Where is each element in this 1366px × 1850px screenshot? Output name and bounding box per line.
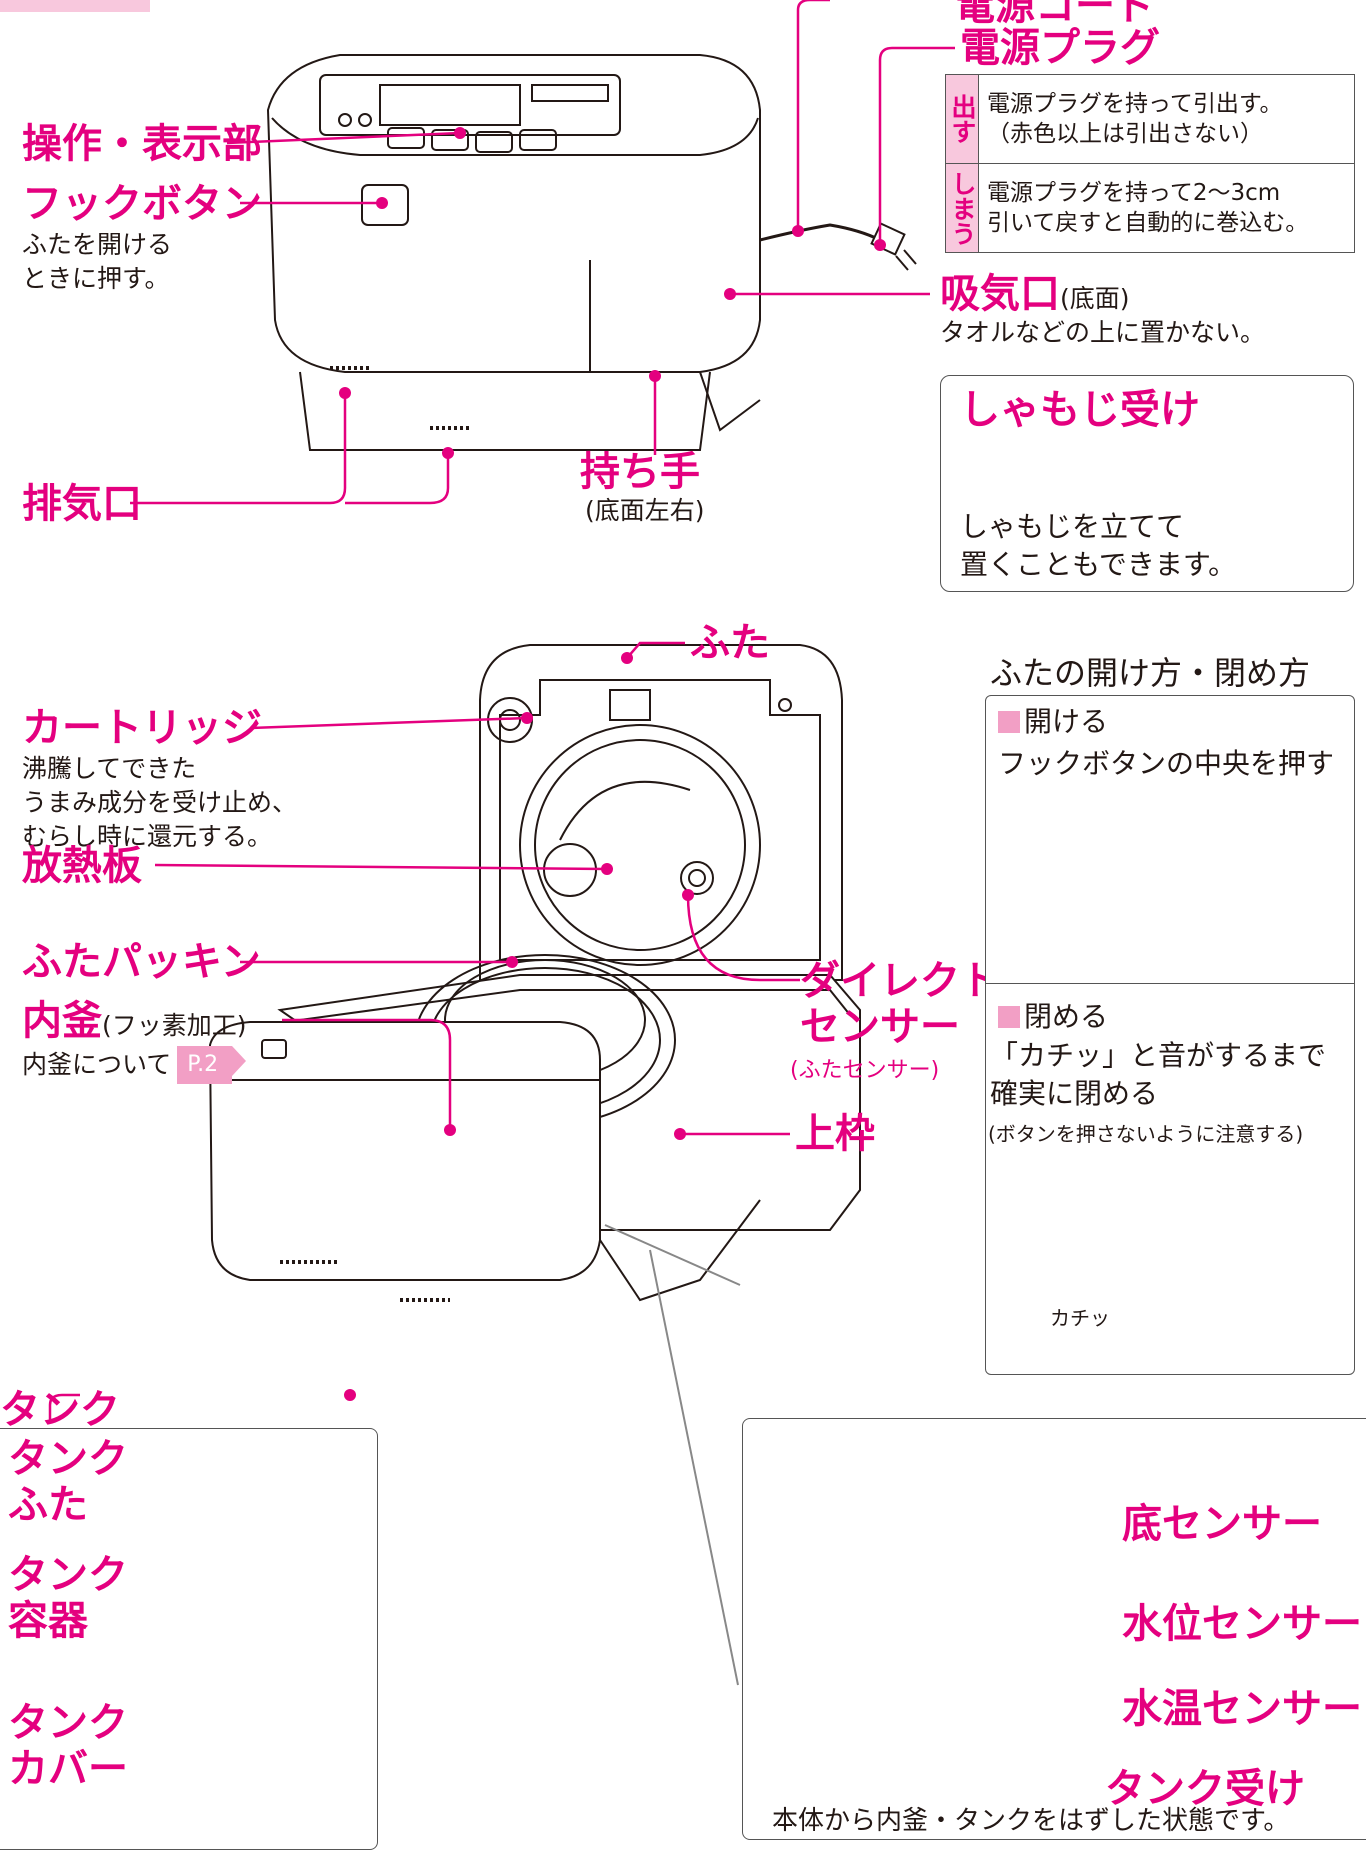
plug-key: しまう [945, 163, 979, 253]
plug-usage-table: 出す 電源プラグを持って引出す。 （赤色以上は引出さない） しまう 電源プラグを… [945, 74, 1355, 253]
close-text: 「カチッ」と音がするまで 確実に閉める [990, 1039, 1327, 1110]
plug-key: 出す [945, 74, 979, 164]
tank-label: タンク [0, 1387, 120, 1433]
water-level-sensor-label: 水位センサー [1122, 1601, 1362, 1647]
upper-frame-label: 上枠 [795, 1111, 875, 1157]
power-cord-label: 電源コード [955, 0, 1155, 29]
close-heading-text: 閉める [1024, 1000, 1109, 1033]
cooker-open-drawing [208, 644, 861, 1302]
inner-pot-ref-text: 内釜について [22, 1050, 172, 1079]
power-plug-label: 電源プラグ [960, 25, 1160, 71]
intake-label-text: 吸気口 [940, 271, 1060, 317]
cartridge-note: 沸騰してできた うまみ成分を受け止め、 むらし時に還元する。 [22, 754, 298, 851]
bottom-sensor-label: 底センサー [1122, 1501, 1322, 1547]
open-heading-text: 開ける [1024, 705, 1109, 738]
exhaust-label: 排気口 [22, 481, 142, 527]
cartridge-label: カートリッジ [22, 705, 262, 751]
handle-note: (底面左右) [585, 496, 705, 525]
tank-tray-label: タンク受け [1105, 1766, 1305, 1812]
tank-lid-label: タンク ふた [8, 1436, 128, 1528]
inner-pot-label-sub: (フッ素加工) [102, 1011, 247, 1040]
intake-note: タオルなどの上に置かない。 [940, 318, 1266, 347]
tank-container-label: タンク 容器 [8, 1552, 128, 1644]
close-note: (ボタンを押さないように注意する) [988, 1122, 1304, 1146]
hook-button-note: ふたを開ける ときに押す。 [22, 230, 173, 293]
plug-row-pull-out: 出す 電源プラグを持って引出す。 （赤色以上は引出さない） [945, 74, 1355, 164]
square-bullet-icon [998, 711, 1020, 733]
open-heading: 開ける [998, 700, 1108, 740]
inner-pot-label: 内釜(フッ素加工) [22, 1001, 247, 1041]
sensor-detail-panel [742, 1418, 1366, 1840]
handle-label: 持ち手 [580, 449, 700, 495]
inner-pot-label-text: 内釜 [22, 998, 102, 1044]
plug-text: 電源プラグを持って引出す。 （赤色以上は引出さない） [978, 74, 1355, 164]
tank-parts-panel [0, 1428, 378, 1850]
sensor-caption: 本体から内釜・タンクをはずした状態です。 [772, 1806, 1290, 1836]
shamoji-holder-note: しゃもじを立てて 置くこともできます。 [960, 510, 1237, 581]
plug-row-retract: しまう 電源プラグを持って2〜3cm 引いて戻すと自動的に巻込む。 [945, 163, 1355, 253]
click-sound-label: カチッ [1050, 1306, 1110, 1330]
close-heading: 閉める [998, 995, 1108, 1035]
shamoji-holder-title: しゃもじ受け [960, 387, 1200, 433]
intake-label-sub: (底面) [1060, 284, 1130, 313]
intake-label: 吸気口(底面) [940, 274, 1130, 314]
shamoji-holder-box [940, 375, 1354, 592]
direct-sensor-label: ダイレクト センサー [800, 958, 1000, 1050]
open-close-title: ふたの開け方・閉め方 [990, 654, 1311, 692]
lid-label: ふた [690, 620, 770, 666]
tank-cover-label: タンク カバー [8, 1700, 128, 1792]
plug-text: 電源プラグを持って2〜3cm 引いて戻すと自動的に巻込む。 [978, 163, 1355, 253]
control-panel-label: 操作・表示部 [22, 121, 262, 167]
page-ref-badge[interactable]: P.2 [177, 1046, 246, 1084]
lid-packing-label: ふたパッキン [22, 939, 261, 985]
open-close-divider [985, 983, 1355, 984]
cooker-closed-drawing [266, 54, 917, 451]
hook-button-label: フックボタン [22, 181, 262, 227]
water-temp-sensor-label: 水温センサー [1122, 1686, 1362, 1732]
direct-sensor-sub: (ふたセンサー) [790, 1058, 940, 1083]
section-tab-remnant [0, 0, 150, 12]
open-text: フックボタンの中央を押す [998, 747, 1335, 780]
heat-plate-label: 放熱板 [22, 843, 142, 889]
open-close-panel [985, 695, 1355, 1375]
square-bullet-icon [998, 1006, 1020, 1028]
